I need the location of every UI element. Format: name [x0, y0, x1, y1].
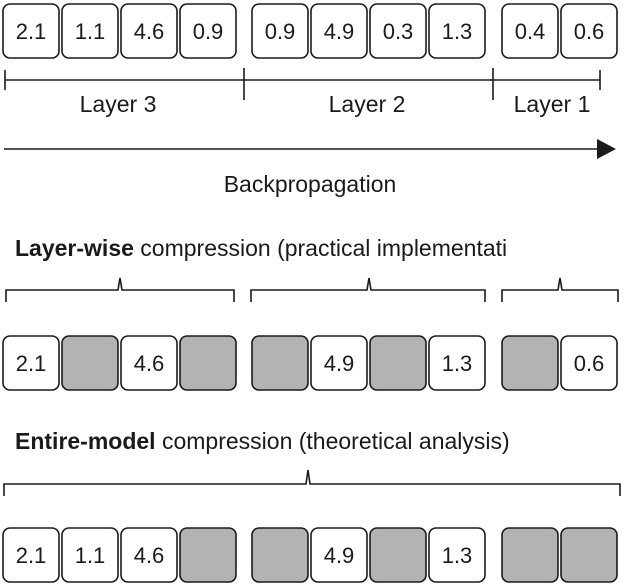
brace-entire-model: [3, 469, 621, 496]
weight-value: 1.3: [442, 351, 473, 376]
weight-value: 0.9: [265, 19, 296, 44]
layerwise-heading-bold: Layer-wise: [15, 235, 134, 261]
pruned-weight-cell: [179, 527, 237, 583]
weight-cell: [310, 527, 368, 583]
weight-value: 1.3: [442, 19, 473, 44]
weight-value: 0.6: [574, 19, 605, 44]
weight-cell: [560, 3, 618, 59]
entire-model-compressed-row: 2.1 1.1 4.6 4.9 1.3: [2, 527, 618, 583]
arrow-head: [597, 139, 616, 159]
weight-value: 0.4: [515, 19, 546, 44]
layer-3-label: Layer 3: [80, 91, 157, 117]
weight-cell: [61, 3, 119, 59]
weight-value: 4.9: [324, 19, 355, 44]
pruned-weight-cell: [369, 335, 427, 391]
weight-cell: [2, 527, 60, 583]
weight-cell: [61, 527, 119, 583]
layer-2-label: Layer 2: [329, 91, 406, 117]
weight-cell: [120, 527, 178, 583]
weight-value: 1.1: [75, 543, 106, 568]
weight-value: 1.3: [442, 543, 473, 568]
weight-value: 2.1: [16, 19, 47, 44]
weight-cell: [501, 3, 559, 59]
layerwise-braces: [5, 277, 619, 302]
entire-model-heading-bold: Entire-model: [15, 428, 156, 454]
pruned-weight-cell: [501, 335, 559, 391]
brace-layer-3: [5, 277, 235, 302]
layerwise-compressed-row: 2.1 4.6 4.9 1.3 0.6: [2, 335, 618, 391]
backpropagation-arrow: [4, 139, 616, 159]
layerwise-heading-rest: compression (practical implementati: [134, 235, 507, 261]
weight-cell: [310, 335, 368, 391]
weight-cell: [369, 3, 427, 59]
pruned-weight-cell: [179, 335, 237, 391]
weight-cell: [428, 527, 486, 583]
original-weights-row: 2.1 1.1 4.6 0.9 0.9 4.9 0.3 1.3 0.4 0.6: [2, 3, 618, 59]
pruned-weight-cell: [501, 527, 559, 583]
entire-model-heading: Entire-model compression (theoretical an…: [15, 428, 510, 454]
weight-value: 0.3: [383, 19, 414, 44]
pruned-weight-cell: [251, 527, 309, 583]
weight-value: 0.6: [574, 351, 605, 376]
weight-value: 0.9: [193, 19, 224, 44]
weight-value: 4.6: [134, 543, 165, 568]
pruned-weight-cell: [560, 527, 618, 583]
weight-value: 2.1: [16, 351, 47, 376]
entire-model-heading-rest: compression (theoretical analysis): [156, 428, 510, 454]
pruned-weight-cell: [61, 335, 119, 391]
pruned-weight-cell: [251, 335, 309, 391]
weight-cell: [120, 335, 178, 391]
weight-value: 4.6: [134, 19, 165, 44]
weight-cell: [310, 3, 368, 59]
weight-cell: [120, 3, 178, 59]
pruned-weight-cell: [369, 527, 427, 583]
weight-cell: [560, 335, 618, 391]
backpropagation-label: Backpropagation: [224, 171, 397, 197]
weight-value: 4.6: [134, 351, 165, 376]
layerwise-heading: Layer-wise compression (practical implem…: [15, 235, 507, 261]
weight-cell: [179, 3, 237, 59]
weight-value: 4.9: [324, 543, 355, 568]
weight-cell: [251, 3, 309, 59]
weight-cell: [2, 335, 60, 391]
weight-cell: [428, 335, 486, 391]
weight-cell: [2, 3, 60, 59]
layer-axis: [4, 68, 601, 100]
weight-cell: [428, 3, 486, 59]
weight-value: 2.1: [16, 543, 47, 568]
brace-layer-1: [501, 277, 619, 302]
brace-layer-2: [250, 277, 486, 302]
layer-1-label: Layer 1: [514, 91, 591, 117]
weight-value: 1.1: [75, 19, 106, 44]
weight-value: 4.9: [324, 351, 355, 376]
